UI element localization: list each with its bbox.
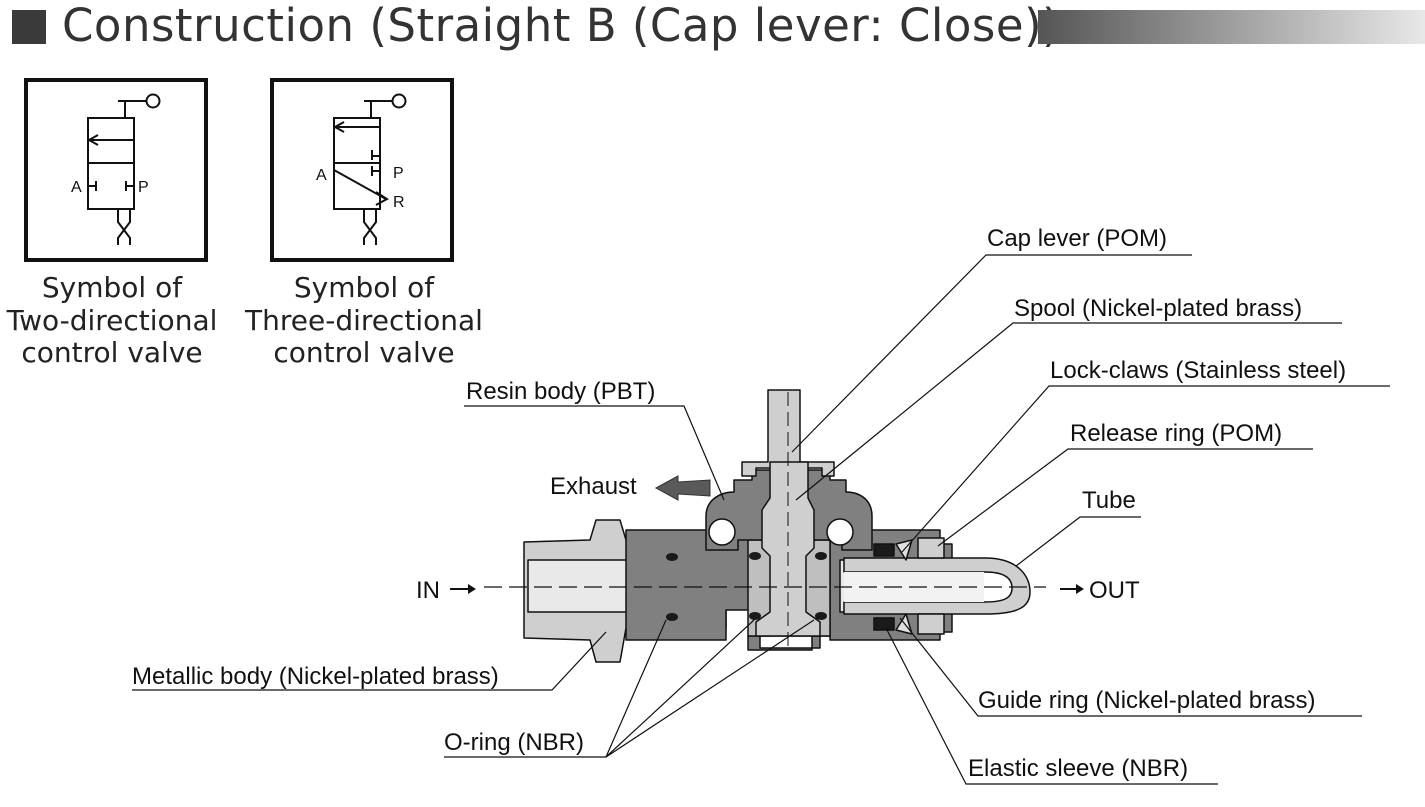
port-label-r: R [393, 194, 405, 211]
label-guide-ring: Guide ring (Nickel-plated brass) [978, 687, 1315, 714]
label-resin-body: Resin body (PBT) [466, 378, 655, 405]
label-lock-claws: Lock-claws (Stainless steel) [1050, 357, 1346, 384]
label-elastic-sleeve: Elastic sleeve (NBR) [968, 755, 1188, 782]
symbol-caption-line-1: Symbol of [42, 271, 183, 304]
symbol-caption-line-1: Symbol of [294, 271, 435, 304]
label-spool: Spool (Nickel-plated brass) [1014, 295, 1302, 322]
elastic-sleeve-lower [873, 617, 895, 631]
port-label-a: A [316, 167, 327, 184]
exhaust-port-right [826, 518, 854, 546]
label-cap-lever: Cap lever (POM) [987, 225, 1167, 252]
header-square-marker [12, 10, 46, 44]
release-ring [917, 537, 945, 559]
symbol-two-directional: A P Symbol of Two-directional control va… [6, 78, 218, 369]
port-label-p: P [393, 165, 404, 182]
flow-out: OUT [1060, 577, 1140, 604]
label-release-ring: Release ring (POM) [1070, 420, 1282, 447]
out-label: OUT [1089, 577, 1140, 604]
in-arrow-icon [468, 584, 476, 594]
release-ring-lower [917, 613, 945, 635]
leader-lines [132, 254, 1390, 785]
elastic-sleeve-upper [873, 543, 895, 557]
in-label: IN [416, 577, 440, 604]
port-label-a: A [71, 179, 82, 196]
exhaust-arrow-icon [654, 475, 711, 501]
flow-exhaust: Exhaust [550, 473, 711, 501]
symbol-three-directional: A P R Symbol of Three-directional contro… [244, 78, 483, 369]
label-o-ring: O-ring (NBR) [444, 729, 584, 756]
out-arrow-icon [1076, 584, 1084, 594]
symbol-frame [24, 78, 208, 262]
flow-in: IN [416, 577, 476, 604]
symbol-caption-line-3: control valve [273, 336, 454, 369]
exhaust-port-left [708, 518, 736, 546]
symbol-caption-line-2: Three-directional [244, 304, 483, 337]
symbol-caption-line-3: control valve [21, 336, 202, 369]
spool-o-rings [666, 552, 827, 621]
port-label-p: P [138, 179, 149, 196]
spool [755, 461, 821, 637]
valve-cross-section [484, 389, 1046, 663]
page-title: Construction (Straight B (Cap lever: Clo… [62, 0, 1061, 52]
header-gradient-bar [1038, 10, 1425, 44]
symbol-caption-line-2: Two-directional [6, 304, 218, 337]
symbol-frame [270, 78, 454, 262]
label-tube: Tube [1082, 487, 1136, 514]
label-metallic-body: Metallic body (Nickel-plated brass) [132, 663, 499, 690]
exhaust-label: Exhaust [550, 473, 637, 500]
